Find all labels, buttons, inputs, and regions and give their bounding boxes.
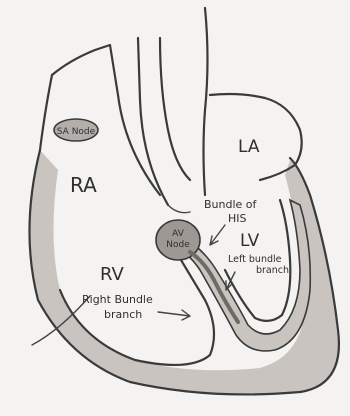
- bundle-of-his-label-line2: HIS: [228, 212, 247, 225]
- bundle-his-arrow: [210, 225, 225, 245]
- right-bundle-branch-label-line1: Right Bundle: [82, 293, 153, 306]
- av-node-label-line1: AV: [172, 229, 185, 239]
- pulmonary-trunk: [204, 8, 208, 195]
- right-atrium-label: RA: [70, 173, 97, 197]
- aorta-left-wall: [138, 38, 168, 205]
- right-bundle-branch-label-line2: branch: [104, 308, 142, 321]
- av-node-label-line2: Node: [166, 240, 190, 250]
- sa-node-label: SA Node: [57, 127, 96, 137]
- bundle-of-his-label-line1: Bundle of: [204, 198, 258, 211]
- left-atrium-label: LA: [238, 137, 260, 157]
- right-ventricle-label: RV: [100, 264, 125, 285]
- right-bundle-arrow: [158, 310, 190, 320]
- aorta-right-wall: [160, 38, 190, 180]
- left-bundle-branch-label-line1: Left bundle: [228, 254, 282, 265]
- left-bundle-branch-label-line2: branch: [256, 265, 289, 276]
- interatrial-septum: [168, 205, 190, 213]
- left-ventricle-label: LV: [240, 231, 260, 251]
